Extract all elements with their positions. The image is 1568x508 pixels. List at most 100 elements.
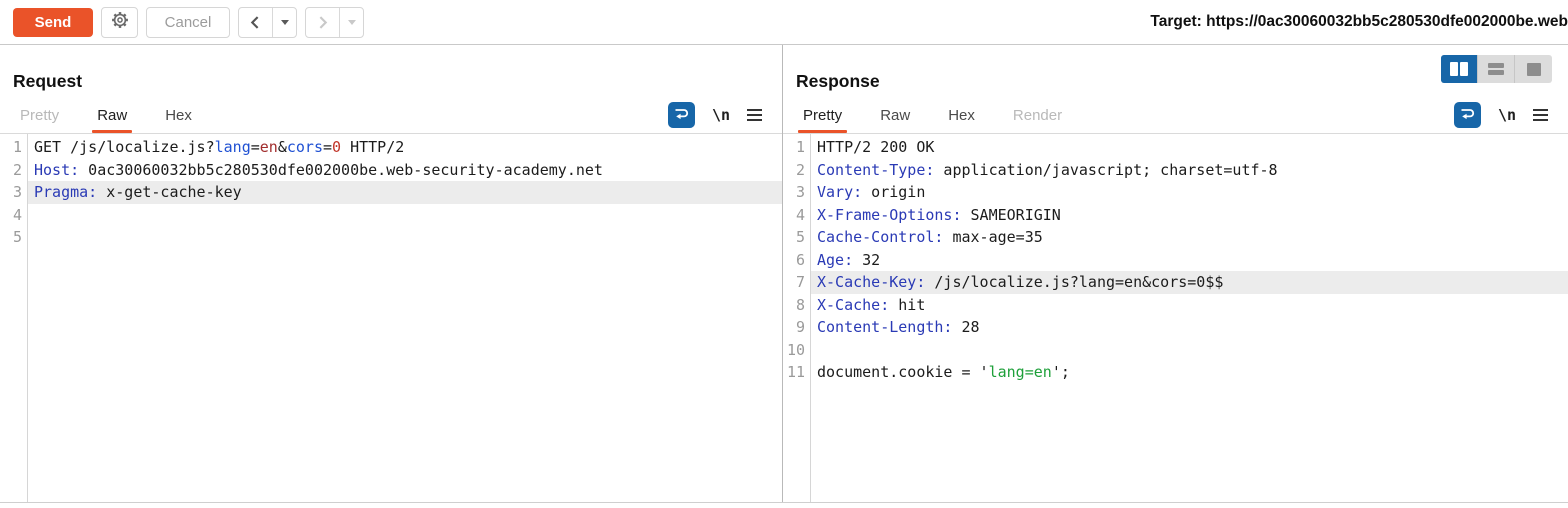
- code-line: 1 HTTP/2 200 OK: [783, 136, 1568, 159]
- line-content: GET /js/localize.js?lang=en&cors=0 HTTP/…: [34, 138, 405, 156]
- line-number: 1: [12, 138, 22, 156]
- line-number: 6: [795, 250, 805, 269]
- code-line: 2 Host: 0ac30060032bb5c280530dfe002000be.…: [0, 159, 782, 182]
- line-content: [27, 226, 782, 249]
- line-content: X-Cache: hit: [817, 295, 926, 314]
- word-wrap-icon: [672, 104, 690, 127]
- response-panel-title: Response: [796, 71, 880, 91]
- request-tabs-row: Pretty Raw Hex \n: [0, 98, 782, 134]
- chevron-down-icon: [280, 19, 289, 25]
- line-content: [27, 204, 782, 227]
- word-wrap-toggle-button[interactable]: [1453, 102, 1481, 128]
- tab-hex[interactable]: Hex: [165, 107, 192, 124]
- line-number: 3: [12, 183, 22, 201]
- response-tabs: Pretty Raw Hex Render: [797, 98, 1100, 133]
- line-number: 1: [795, 138, 805, 156]
- menu-icon: [1533, 109, 1548, 111]
- history-back-button[interactable]: [238, 6, 297, 38]
- response-editor-icons: \n: [1453, 102, 1548, 133]
- line-content: Age: 32: [817, 250, 881, 269]
- response-editor[interactable]: 1 HTTP/2 200 OK 2 Content-Type: application…: [783, 134, 1568, 502]
- divider: [339, 7, 340, 37]
- line-number: 4: [12, 205, 22, 224]
- code-line: 2 Content-Type: application/javascript; c…: [783, 159, 1568, 182]
- code-line: 9 Content-Length: 28: [783, 316, 1568, 339]
- request-panel-title: Request: [13, 71, 83, 91]
- divider: [272, 7, 273, 37]
- line-content: Vary: origin: [817, 183, 926, 201]
- response-tabs-row: Pretty Raw Hex Render \n: [783, 98, 1568, 134]
- response-panel: Response Pretty Raw Hex Render \n: [783, 45, 1568, 502]
- line-content: Content-Type: application/javascript; ch…: [817, 160, 1278, 179]
- code-line: 1 GET /js/localize.js?lang=en&cors=0 HTTP…: [0, 136, 782, 159]
- tab-pretty[interactable]: Pretty: [797, 107, 848, 133]
- code-line: 4: [0, 204, 782, 227]
- request-editor[interactable]: 1 GET /js/localize.js?lang=en&cors=0 HTTP…: [0, 134, 782, 502]
- line-number: 10: [786, 340, 805, 359]
- line-number: 3: [795, 183, 805, 201]
- line-number: 5: [12, 228, 22, 246]
- line-content: Cache-Control: max-age=35: [817, 228, 1043, 246]
- request-settings-button[interactable]: [101, 6, 138, 38]
- code-line: 7 X-Cache-Key: /js/localize.js?lang=en&co…: [783, 271, 1568, 294]
- line-number: 4: [795, 205, 805, 224]
- line-content: Content-Length: 28: [817, 318, 980, 336]
- editor-menu-button[interactable]: [747, 109, 762, 121]
- word-wrap-icon: [1458, 104, 1476, 127]
- history-forward-button[interactable]: [305, 6, 364, 38]
- target-url: Target: https://0ac30060032bb5c280530dfe…: [1150, 13, 1568, 30]
- layout-single-button[interactable]: [1515, 55, 1552, 83]
- line-number: 2: [12, 160, 22, 179]
- request-panel: Request Pretty Raw Hex \n: [0, 45, 783, 502]
- tab-pretty[interactable]: Pretty: [20, 107, 60, 124]
- editor-menu-button[interactable]: [1533, 109, 1548, 121]
- request-editor-icons: \n: [667, 102, 762, 133]
- line-content: Pragma: x-get-cache-key: [27, 181, 782, 204]
- back-chevron-icon: [239, 8, 272, 37]
- line-number: 5: [795, 228, 805, 246]
- tab-hex[interactable]: Hex: [948, 107, 975, 124]
- line-content: HTTP/2 200 OK: [817, 138, 935, 156]
- back-dropdown-button[interactable]: [273, 8, 296, 37]
- chevron-down-icon: [347, 19, 356, 25]
- line-number: 2: [795, 160, 805, 179]
- send-button[interactable]: Send: [13, 7, 93, 37]
- tab-raw[interactable]: Raw: [92, 107, 133, 133]
- line-content: [810, 339, 1568, 362]
- word-wrap-toggle-button[interactable]: [667, 102, 695, 128]
- layout-switcher: [1441, 55, 1552, 83]
- code-line: 6 Age: 32: [783, 249, 1568, 272]
- request-tabs: Pretty Raw Hex: [20, 98, 230, 133]
- show-newlines-toggle[interactable]: \n: [1497, 106, 1516, 124]
- code-line: 4 X-Frame-Options: SAMEORIGIN: [783, 204, 1568, 227]
- layout-columns-button[interactable]: [1441, 55, 1478, 83]
- code-line: 3 Pragma: x-get-cache-key: [0, 181, 782, 204]
- gutter-divider: [810, 134, 811, 502]
- gutter-divider: [27, 134, 28, 502]
- columns-layout-icon: [1450, 62, 1458, 76]
- message-editor-split: Request Pretty Raw Hex \n: [0, 45, 1568, 503]
- tab-render[interactable]: Render: [1012, 107, 1063, 124]
- cancel-button[interactable]: Cancel: [146, 6, 230, 38]
- layout-rows-button[interactable]: [1478, 55, 1515, 83]
- code-line: 3 Vary: origin: [783, 181, 1568, 204]
- forward-dropdown-button[interactable]: [340, 8, 363, 37]
- menu-icon: [747, 109, 762, 111]
- show-newlines-toggle[interactable]: \n: [711, 106, 730, 124]
- code-line: 5 Cache-Control: max-age=35: [783, 226, 1568, 249]
- rows-layout-icon: [1488, 63, 1504, 68]
- line-content: document.cookie = 'lang=en';: [817, 363, 1070, 381]
- repeater-toolbar: Send Cancel: [0, 0, 1568, 45]
- code-line: 8 X-Cache: hit: [783, 294, 1568, 317]
- line-number: 11: [786, 363, 805, 381]
- line-number: 9: [795, 318, 805, 336]
- tab-raw[interactable]: Raw: [880, 107, 911, 124]
- single-layout-icon: [1526, 62, 1541, 76]
- line-number: 8: [795, 295, 805, 314]
- line-number: 7: [795, 273, 805, 291]
- gear-icon: [110, 10, 130, 35]
- code-line: 5: [0, 226, 782, 249]
- line-content: Host: 0ac30060032bb5c280530dfe002000be.w…: [34, 160, 603, 179]
- line-content: X-Cache-Key: /js/localize.js?lang=en&cor…: [810, 271, 1568, 294]
- line-content: X-Frame-Options: SAMEORIGIN: [817, 205, 1061, 224]
